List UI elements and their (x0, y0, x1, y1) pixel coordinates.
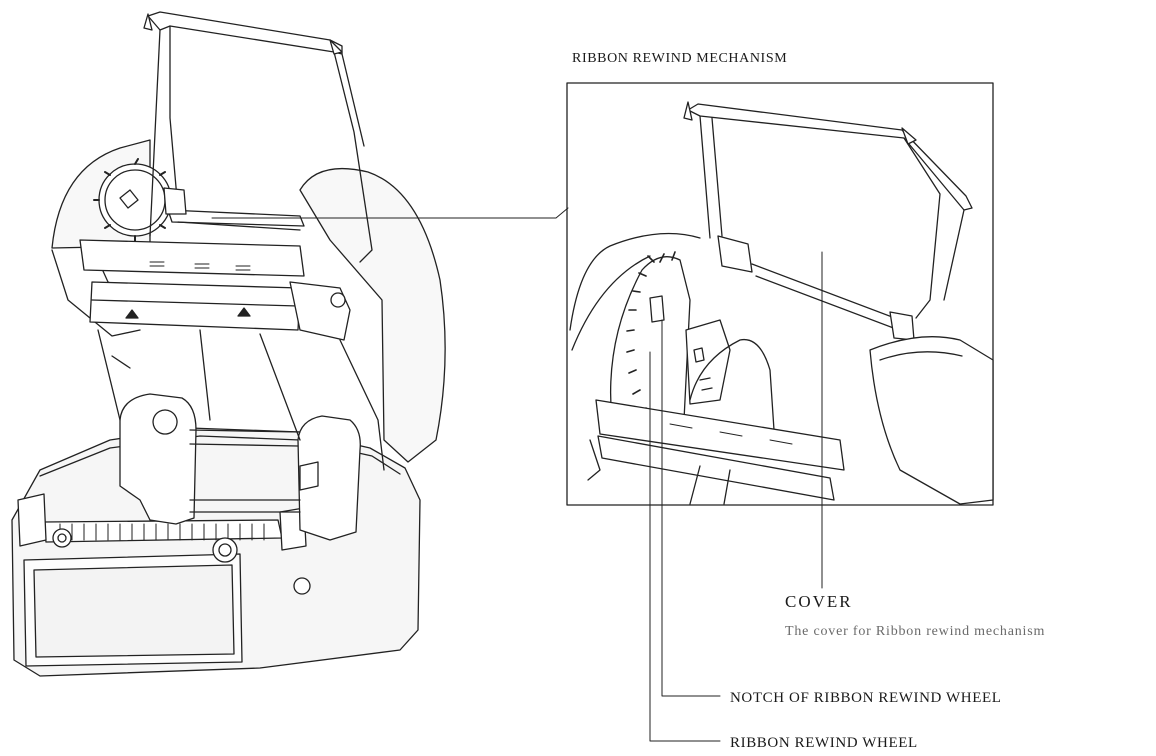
cover-description: The cover for Ribbon rewind mechanism (785, 624, 1046, 639)
wheel-leader (649, 351, 721, 742)
detail-cover (683, 101, 973, 341)
notch-leader (661, 319, 721, 697)
notch-label: NOTCH OF RIBBON REWIND WHEEL (730, 690, 1002, 706)
callout-leaders (649, 251, 823, 742)
wheel-label: RIBBON REWIND WHEEL (730, 735, 918, 751)
cover-label: COVER (785, 592, 853, 611)
detail-title: RIBBON REWIND MECHANISM (572, 51, 788, 66)
printer-illustration (11, 11, 446, 677)
detail-gear (609, 251, 691, 421)
detail-box (566, 82, 994, 506)
